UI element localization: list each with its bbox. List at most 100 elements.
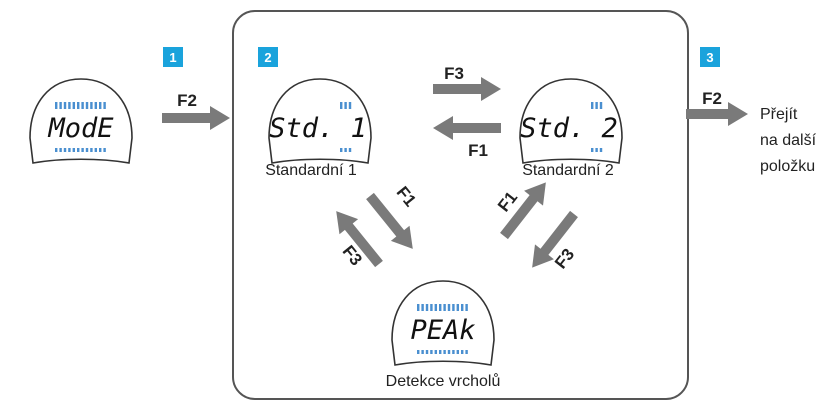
lcd-bottom-segment — [99, 148, 102, 152]
lcd-bottom-segment — [348, 148, 352, 152]
arrow-f2-into-step2 — [162, 106, 230, 130]
lcd-bottom-segment — [340, 148, 343, 152]
next-item-line-2: na další — [760, 132, 817, 149]
lcd-bottom-segment — [425, 350, 429, 354]
lcd-bottom-segment — [103, 148, 106, 152]
key-label-f3-std2-to-peak: F3 — [551, 245, 578, 272]
arrow-f2-next-item — [686, 102, 748, 126]
step-badge-3-label: 3 — [706, 50, 713, 65]
arrow-f1-std2-to-std1-shape — [433, 116, 501, 140]
key-label-f1-std1-to-peak: F1 — [393, 183, 420, 210]
display-mode: ModE — [29, 78, 133, 164]
lcd-top-segment — [103, 102, 106, 109]
step-2-frame — [232, 10, 689, 400]
display-mode-text: ModE — [47, 113, 114, 144]
lcd-top-segment — [72, 102, 76, 109]
arrow-f3-std2-to-peak — [532, 210, 578, 268]
display-peak-top-segments — [417, 304, 468, 311]
lcd-top-segment — [439, 304, 442, 311]
lcd-top-segment — [63, 102, 67, 109]
arrow-f3-peak-to-std1 — [336, 211, 383, 268]
next-item-line-1: Přejít — [760, 106, 798, 123]
display-peak-bottom-segments — [417, 350, 468, 354]
lcd-bottom-segment — [452, 350, 455, 354]
lcd-bottom-segment — [77, 148, 80, 152]
lcd-bottom-segment — [417, 350, 420, 354]
lcd-top-segment — [99, 102, 102, 109]
lcd-bottom-segment — [439, 350, 442, 354]
lcd-top-segment — [344, 102, 347, 109]
step-badge-2-box — [258, 47, 278, 67]
arrow-f1-peak-to-std2-shape — [500, 182, 546, 240]
step-badge-2: 2 — [258, 47, 278, 67]
lcd-top-segment — [59, 102, 62, 109]
lcd-bottom-segment — [94, 148, 98, 152]
caption-standard-1: Standardní 1 — [265, 162, 357, 179]
key-label-f2-into: F2 — [177, 91, 197, 110]
lcd-top-segment — [68, 102, 71, 109]
display-peak: PEAk — [391, 280, 495, 366]
lcd-bottom-segment — [81, 148, 84, 152]
lcd-bottom-segment — [461, 350, 464, 354]
display-std2: Std. 2 — [519, 78, 623, 164]
display-std2-text: Std. 2 — [520, 113, 618, 144]
arrow-f2-into-shape — [162, 106, 230, 130]
lcd-top-segment — [452, 304, 455, 311]
lcd-top-segment — [340, 102, 343, 109]
key-label-f1-std2-to-std1: F1 — [468, 141, 488, 160]
display-std2-bottom-segments — [591, 148, 603, 152]
step-badge-1-label: 1 — [169, 50, 176, 65]
step-badge-1-box — [163, 47, 183, 67]
lcd-top-segment — [461, 304, 464, 311]
display-std1: Std. 1 — [268, 78, 372, 164]
arrow-f1-std1-to-peak — [366, 192, 413, 249]
lcd-top-segment — [447, 304, 451, 311]
lcd-bottom-segment — [72, 148, 76, 152]
lcd-bottom-segment — [344, 148, 347, 152]
lcd-top-segment — [430, 304, 433, 311]
display-mode-bottom-segments — [55, 148, 106, 152]
display-std1-top-segments — [340, 102, 352, 109]
lcd-bottom-segment — [591, 148, 594, 152]
lcd-top-segment — [421, 304, 424, 311]
lcd-bottom-segment — [55, 148, 58, 152]
arrow-f3-peak-to-std1-shape — [336, 211, 383, 268]
step-badge-2-label: 2 — [264, 50, 271, 65]
lcd-top-segment — [456, 304, 460, 311]
lcd-bottom-segment — [456, 350, 460, 354]
key-label-f2-next: F2 — [702, 89, 722, 108]
caption-standard-2: Standardní 2 — [522, 162, 614, 179]
arrow-f1-std2-to-std1 — [433, 116, 501, 140]
step-badge-3: 3 — [700, 47, 720, 67]
arrow-f3-std2-to-peak-shape — [532, 210, 578, 268]
lcd-top-segment — [77, 102, 80, 109]
display-peak-text: PEAk — [410, 315, 475, 346]
lcd-top-segment — [81, 102, 84, 109]
lcd-bottom-segment — [59, 148, 62, 152]
lcd-bottom-segment — [595, 148, 598, 152]
lcd-bottom-segment — [447, 350, 451, 354]
step-badge-1: 1 — [163, 47, 183, 67]
lcd-bottom-segment — [90, 148, 93, 152]
lcd-top-segment — [443, 304, 446, 311]
lcd-bottom-segment — [85, 148, 89, 152]
display-std1-text: Std. 1 — [269, 113, 367, 144]
key-label-f3-std1-to-std2: F3 — [444, 64, 464, 83]
display-std1-bottom-segments — [340, 148, 352, 152]
step-badge-3-box — [700, 47, 720, 67]
lcd-top-segment — [90, 102, 93, 109]
display-mode-top-segments — [55, 102, 106, 109]
lcd-bottom-segment — [465, 350, 468, 354]
lcd-top-segment — [425, 304, 429, 311]
arrow-f3-std1-to-std2 — [433, 77, 501, 101]
lcd-bottom-segment — [430, 350, 433, 354]
arrow-f2-next-shape — [686, 102, 748, 126]
lcd-bottom-segment — [434, 350, 438, 354]
lcd-top-segment — [85, 102, 89, 109]
lcd-bottom-segment — [68, 148, 71, 152]
arrow-f1-std1-to-peak-shape — [366, 192, 413, 249]
lcd-top-segment — [55, 102, 58, 109]
arrow-f1-peak-to-std2 — [500, 182, 546, 240]
